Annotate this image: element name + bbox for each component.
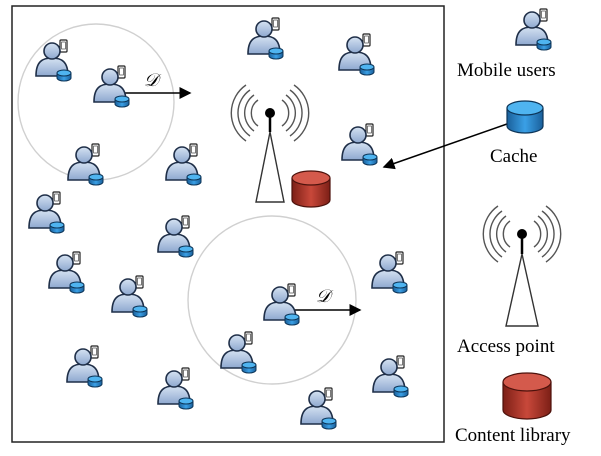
legend-mobile-users-label: Mobile users [457,60,556,81]
legend-mobile-user-icon [515,8,552,51]
legend-content-library-label: Content library [455,425,571,446]
range-label-upper: 𝒟 [144,70,159,91]
legend-access-point-icon [482,205,562,327]
legend-cache-icon [506,100,544,134]
coverage-circle-lower [187,215,357,385]
legend-content-library-icon [502,372,552,420]
content-library-icon [291,170,331,208]
cache-pointer-arrow [382,123,508,170]
range-label-lower: 𝒟 [316,286,331,307]
access-point-icon [230,84,310,203]
legend-access-point-label: Access point [457,336,555,357]
legend-cache-label: Cache [490,146,538,167]
